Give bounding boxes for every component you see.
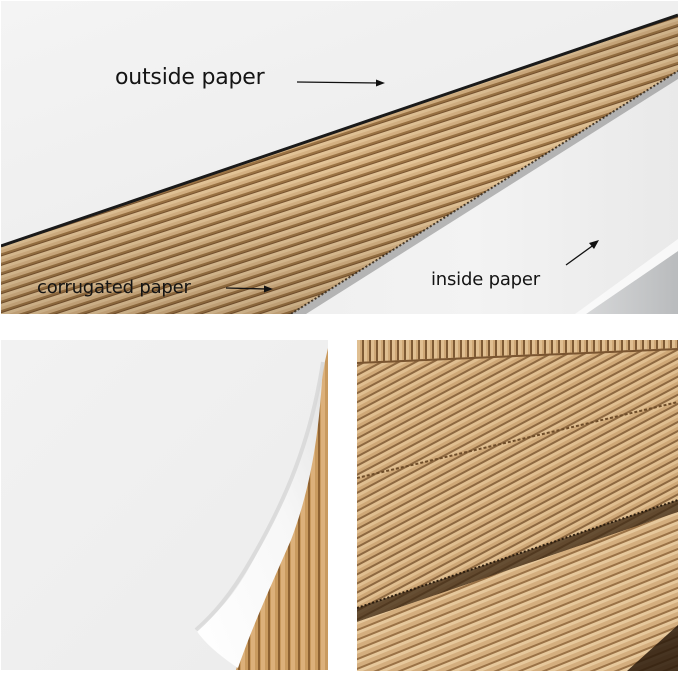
curled-corner-illustration [1,340,328,670]
outside-paper-label: outside paper [115,65,265,90]
stacked-corrugated-illustration [357,340,678,671]
top-photo-panel: outside paper corrugated paper inside pa… [1,1,678,314]
inside-paper-arrow-icon [565,240,599,266]
corrugated-paper-label: corrugated paper [37,277,191,298]
corrugated-paper-arrow-icon [225,285,273,293]
outside-paper-arrow-icon [296,79,385,87]
paperboard-layers-illustration [1,1,678,314]
inside-paper-label: inside paper [431,269,540,290]
corrugated-closeup-photo-panel [357,340,678,671]
curled-sheet-photo-panel [1,340,328,670]
